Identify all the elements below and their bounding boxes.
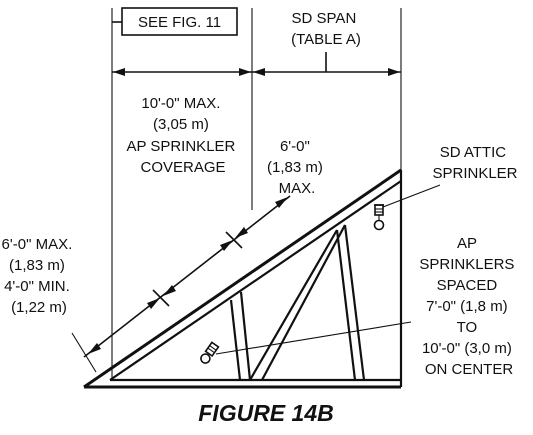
- arrow-head: [275, 197, 288, 208]
- see-fig-label: SEE FIG. 11: [138, 14, 221, 31]
- slope-tick: [152, 289, 170, 307]
- web-member: [239, 291, 252, 381]
- slope-tick: [225, 231, 243, 249]
- top-chord-outer: [83, 168, 402, 389]
- slope-dimension-line: [83, 195, 291, 358]
- arrow-head: [239, 68, 251, 76]
- top-chord-inner: [109, 180, 402, 381]
- web-member: [229, 299, 242, 381]
- slope-range-label: 6'-0" MAX. (1,83 m) 4'-0" MIN. (1,22 m): [2, 236, 77, 316]
- ap-coverage-label: 10'-0" MAX. (3,05 m) AP SPRINKLER COVERA…: [126, 95, 239, 176]
- arrow-head: [147, 298, 160, 309]
- arrow-head: [163, 285, 176, 296]
- six-ft-max-label: 6'-0" (1,83 m) MAX.: [267, 138, 327, 197]
- sd-attic-label: SD ATTIC SPRINKLER: [432, 144, 517, 182]
- sd-attic-leader: [382, 184, 441, 208]
- web-member: [261, 224, 346, 381]
- web-member: [249, 229, 338, 381]
- arrow-head: [113, 68, 125, 76]
- web-member: [335, 229, 357, 381]
- arrow-head: [253, 68, 265, 76]
- arrow-head: [88, 343, 101, 354]
- roof-truss: [83, 168, 403, 389]
- sd-span-label: SD SPAN (TABLE A): [291, 10, 361, 48]
- figure-caption: FIGURE 14B: [198, 400, 333, 426]
- ap-sprinkler-icon: [200, 341, 220, 364]
- ap-sprinkler-leader: [215, 321, 412, 355]
- ap-spaced-label: AP SPRINKLERS SPACED 7'-0" (1,8 m) TO 10…: [419, 235, 518, 378]
- slope-extension-lower: [71, 332, 97, 373]
- sd-attic-sprinkler-icon: [373, 204, 385, 231]
- web-member: [343, 224, 366, 381]
- arrow-head: [220, 240, 233, 251]
- arrow-head: [388, 68, 400, 76]
- see-fig-box: [121, 7, 238, 36]
- arrow-head: [235, 227, 248, 238]
